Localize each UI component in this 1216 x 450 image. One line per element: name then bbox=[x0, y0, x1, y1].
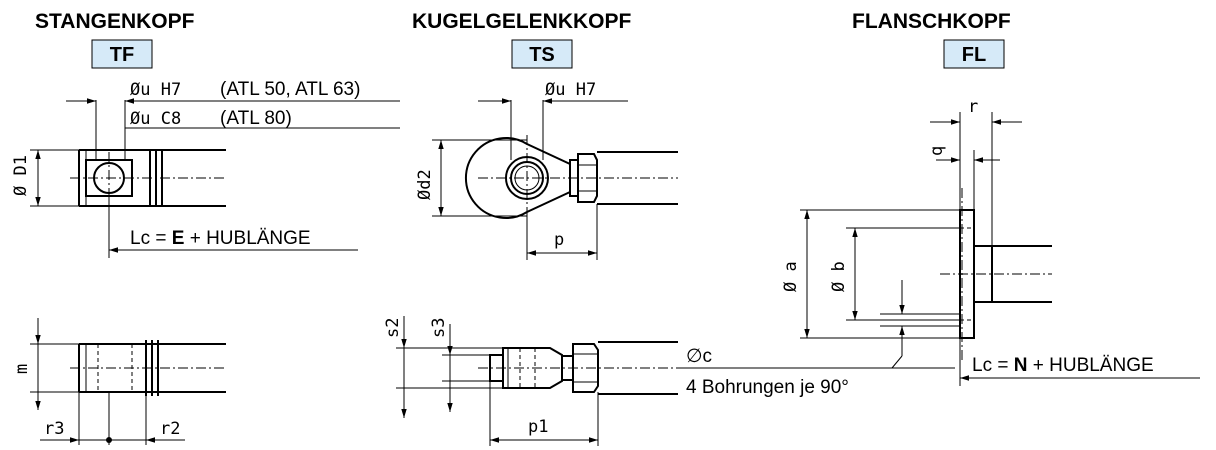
svg-text:p: p bbox=[554, 230, 564, 250]
svg-text:Ød2: Ød2 bbox=[415, 169, 435, 200]
svg-text:Øu H7: Øu H7 bbox=[130, 80, 181, 100]
tf-code-box bbox=[91, 39, 153, 69]
svg-text:∅c: ∅c bbox=[686, 346, 712, 367]
fl-title: FLANSCHKOPF bbox=[852, 10, 1011, 33]
svg-text:Øu C8: Øu C8 bbox=[130, 109, 181, 129]
tf-lc-dimension: Lc = E + HUBLÄNGE bbox=[108, 196, 358, 258]
ts-p1-dimension: p1 bbox=[489, 381, 599, 446]
svg-text:s3: s3 bbox=[429, 318, 449, 338]
ts-holes-callout: ∅c 4 Bohrungen je 90° bbox=[678, 346, 955, 398]
svg-text:r3: r3 bbox=[44, 419, 64, 439]
svg-text:(ATL 50, ATL 63): (ATL 50, ATL 63) bbox=[220, 79, 360, 100]
tf-m-dimension: m bbox=[12, 318, 79, 410]
fl-r-dimension: r bbox=[930, 97, 1022, 246]
ts-side-view bbox=[478, 341, 678, 395]
svg-text:Øu H7: Øu H7 bbox=[545, 80, 596, 100]
tf-du-dimension: Øu H7 (ATL 50, ATL 63) Øu C8 (ATL 80) bbox=[66, 79, 400, 160]
tf-side-view bbox=[70, 340, 226, 396]
svg-text:(ATL 80): (ATL 80) bbox=[220, 108, 292, 129]
svg-text:Ø D1: Ø D1 bbox=[11, 155, 31, 196]
fl-q-dimension: q bbox=[927, 146, 1000, 210]
svg-text:Ø a: Ø a bbox=[781, 261, 801, 292]
ts-du-dimension: Øu H7 bbox=[478, 80, 628, 160]
svg-text:s2: s2 bbox=[383, 318, 403, 338]
svg-text:Ø b: Ø b bbox=[829, 261, 849, 292]
ts-s3-dimension: s3 bbox=[429, 318, 490, 412]
tf-code: TF bbox=[110, 44, 134, 66]
svg-text:Lc = N + HUBLÄNGE: Lc = N + HUBLÄNGE bbox=[972, 355, 1154, 376]
tf-r-dimensions: r3 r2 bbox=[40, 392, 185, 445]
ts-d2-dimension: Ød2 bbox=[415, 139, 527, 217]
tf-d1-dimension: Ø D1 bbox=[11, 149, 79, 207]
svg-text:q: q bbox=[927, 146, 947, 156]
svg-text:p1: p1 bbox=[528, 417, 548, 437]
fl-view bbox=[940, 188, 1052, 360]
fl-code-box bbox=[943, 39, 1005, 69]
svg-text:Lc = E + HUBLÄNGE: Lc = E + HUBLÄNGE bbox=[130, 228, 311, 249]
svg-text:r: r bbox=[968, 97, 978, 117]
svg-text:4 Bohrungen je 90°: 4 Bohrungen je 90° bbox=[686, 377, 849, 398]
fl-code: FL bbox=[962, 44, 986, 66]
tf-title: STANGENKOPF bbox=[35, 10, 195, 33]
tf-top-view bbox=[70, 149, 226, 207]
svg-text:m: m bbox=[12, 364, 32, 374]
fl-a-dimension: Ø a bbox=[781, 209, 960, 339]
ts-code-box bbox=[511, 39, 573, 69]
fl-lc-dimension: Lc = N + HUBLÄNGE bbox=[959, 338, 1200, 386]
ts-top-view bbox=[465, 135, 678, 226]
ts-title: KUGELGELENKKOPF bbox=[412, 10, 632, 33]
fl-hole-dimension bbox=[880, 280, 960, 369]
fl-b-dimension: Ø b bbox=[829, 227, 960, 321]
ts-code: TS bbox=[529, 44, 555, 66]
svg-text:r2: r2 bbox=[160, 419, 180, 439]
ts-p-dimension: p bbox=[526, 204, 598, 260]
